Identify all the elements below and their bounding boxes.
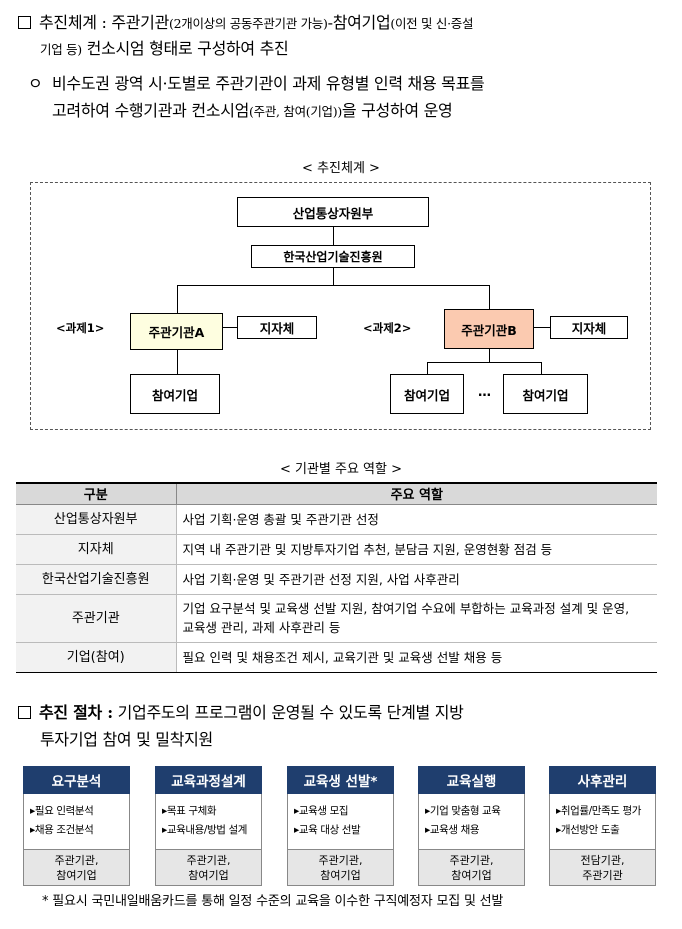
connector — [223, 327, 237, 328]
circle-bullet-icon: ㅇ — [28, 74, 43, 93]
roles-table-caption: < 기관별 주요 역할 > — [279, 462, 403, 477]
org-box-local-b: 지자체 — [550, 316, 628, 339]
org-box-partner-a: 참여기업 — [130, 374, 220, 414]
square-bullet-icon — [18, 706, 31, 719]
org-box-kiat: 한국산업기술진흥원 — [251, 245, 415, 268]
header-role: 주요 역할 — [176, 482, 657, 505]
step-items: ▸목표 구체화 ▸교육내용/방법 설계 — [155, 794, 262, 850]
connector — [177, 285, 489, 286]
footnote: * 필요시 국민내일배움카드를 통해 일정 수준의 교육을 이수한 구직예정자 … — [42, 894, 504, 909]
section-2-title: 추진 절차 : — [39, 703, 113, 722]
step-owner: 주관기관, 참여기업 — [23, 850, 130, 886]
task-1-label: <과제1> — [56, 321, 105, 335]
step-owner: 전담기관, 주관기관 — [549, 850, 656, 886]
step-title: 교육실행 — [418, 766, 525, 794]
step-title: 교육생 선발* — [287, 766, 394, 794]
step-owner: 주관기관, 참여기업 — [418, 850, 525, 886]
table-row: 기업(참여) 필요 인력 및 채용조건 제시, 교육기관 및 교육생 선발 채용… — [16, 642, 657, 673]
step-owner: 주관기관, 참여기업 — [155, 850, 262, 886]
task-2-label: <과제2> — [363, 321, 412, 335]
connector — [427, 362, 428, 374]
step-items: ▸취업률/만족도 평가 ▸개선방안 도출 — [549, 794, 656, 850]
connector — [541, 362, 542, 374]
org-box-partner-b2: 참여기업 — [503, 374, 588, 414]
process-step-5: 사후관리 ▸취업률/만족도 평가 ▸개선방안 도출 전담기관, 주관기관 — [549, 766, 656, 886]
org-box-lead-a: 주관기관A — [130, 313, 223, 350]
org-box-ministry: 산업통상자원부 — [237, 197, 429, 227]
table-row: 산업통상자원부 사업 기획·운영 총괄 및 주관기관 선정 — [16, 504, 657, 535]
org-chart-frame — [30, 182, 651, 430]
process-step-2: 교육과정설계 ▸목표 구체화 ▸교육내용/방법 설계 주관기관, 참여기업 — [155, 766, 262, 886]
connector — [177, 350, 178, 374]
table-header-row: 구분 주요 역할 — [16, 482, 657, 505]
table-row: 지자체 지역 내 주관기관 및 지방투자기업 추천, 분담금 지원, 운영현황 … — [16, 534, 657, 565]
roles-table: 구분 주요 역할 산업통상자원부 사업 기획·운영 총괄 및 주관기관 선정 지… — [16, 482, 657, 673]
table-row: 주관기관 기업 요구분석 및 교육생 선발 지원, 참여기업 수요에 부합하는 … — [16, 594, 657, 643]
section-1-line-2: 기업 등) 컨소시엄 형태로 구성하여 추진 — [40, 39, 289, 58]
step-title: 요구분석 — [23, 766, 130, 794]
org-ellipsis: … — [478, 385, 491, 400]
step-items: ▸기업 맞춤형 교육 ▸교육생 채용 — [418, 794, 525, 850]
section-1-title: 추진체계 : — [39, 13, 112, 32]
connector — [177, 285, 178, 313]
section-1-line-1: 추진체계 : 주관기관(2개이상의 공동주관기관 가능)-참여기업(이전 및 신… — [18, 10, 664, 37]
section-2-line-2: 투자기업 참여 및 밀착지원 — [40, 730, 213, 749]
step-title: 교육과정설계 — [155, 766, 262, 794]
connector — [427, 362, 541, 363]
org-box-local-a: 지자체 — [237, 316, 317, 339]
process-step-1: 요구분석 ▸필요 인력분석 ▸채용 조건분석 주관기관, 참여기업 — [23, 766, 130, 886]
connector — [489, 285, 490, 313]
header-category: 구분 — [16, 482, 177, 505]
bullet-1-line-2: 고려하여 수행기관과 컨소시엄(주관, 참여(기업))을 구성하여 운영 — [52, 101, 453, 120]
square-bullet-icon — [18, 16, 31, 29]
connector — [333, 227, 334, 245]
table-row: 한국산업기술진흥원 사업 기획·운영 및 주관기관 선정 지원, 사업 사후관리 — [16, 564, 657, 595]
connector — [333, 268, 334, 285]
process-step-3: 교육생 선발* ▸교육생 모집 ▸교육 대상 선발 주관기관, 참여기업 — [287, 766, 394, 886]
section-2-line-1: 추진 절차 : 기업주도의 프로그램이 운영될 수 있도록 단계별 지방 — [18, 700, 664, 726]
org-box-lead-b: 주관기관B — [444, 309, 534, 349]
step-owner: 주관기관, 참여기업 — [287, 850, 394, 886]
connector — [489, 349, 490, 362]
step-items: ▸필요 인력분석 ▸채용 조건분석 — [23, 794, 130, 850]
org-box-partner-b1: 참여기업 — [390, 374, 464, 414]
step-items: ▸교육생 모집 ▸교육 대상 선발 — [287, 794, 394, 850]
step-title: 사후관리 — [549, 766, 656, 794]
connector — [534, 327, 550, 328]
process-step-4: 교육실행 ▸기업 맞춤형 교육 ▸교육생 채용 주관기관, 참여기업 — [418, 766, 525, 886]
org-chart-caption: < 추진체계 > — [302, 161, 380, 176]
